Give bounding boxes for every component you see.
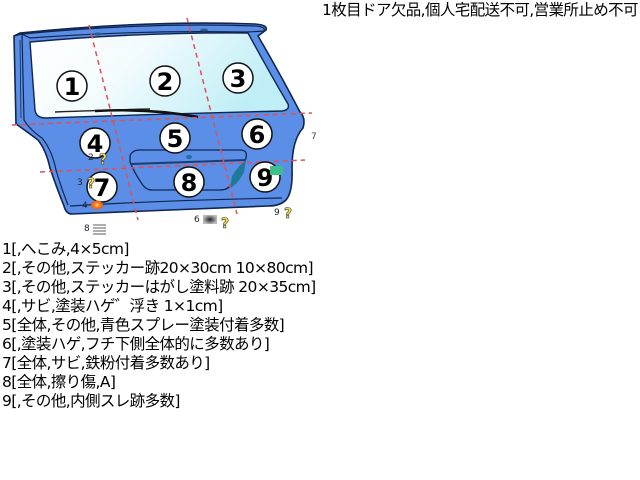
svg-text:9: 9 [257,164,274,192]
zone-5: 5 [159,122,191,154]
question-mark-icon: ? [221,216,229,232]
sticker-icon [270,166,283,175]
damage-list: 1[,へこみ,4×5cm] 2[,その他,ステッカー跡20×30cm 10×80… [2,240,316,411]
zone-3: 3 [222,62,254,94]
question-mark-icon: ? [87,176,95,192]
svg-text:7: 7 [311,132,317,142]
svg-text:5: 5 [167,125,184,153]
marker-4[interactable]: 4 [82,200,103,212]
question-mark-icon: ? [99,152,107,168]
svg-text:3: 3 [230,65,247,93]
damage-markers: 2 ? 3 ? 4 6 ? 7 [77,132,317,235]
marker-2[interactable]: 2 ? [88,152,107,169]
damage-item-9: 9[,その他,内側スレ跡多数] [2,392,180,410]
damage-item-7: 7[全体,サビ,鉄粉付着多数あり] [2,354,210,372]
marker-7[interactable]: 7 [311,132,317,142]
damage-item-5: 5[全体,その他,青色スプレー塗装付着多数] [2,316,285,334]
zone-1: 1 [56,70,88,102]
svg-text:4: 4 [82,201,88,211]
svg-text:8: 8 [181,169,198,197]
question-mark-icon: ? [284,206,292,222]
svg-text:2: 2 [157,68,174,96]
damage-item-8: 8[全体,擦り傷,A] [2,373,116,391]
scratch-lines-icon [93,224,106,235]
marker-3[interactable]: 3 ? [77,176,95,193]
svg-text:6: 6 [194,215,200,225]
paint-chip-icon [203,215,217,224]
svg-text:7: 7 [94,174,111,202]
wiper [54,108,199,119]
marker-6[interactable]: 6 ? [194,215,229,232]
shipping-note: 1枚目ドア欠品,個人宅配送不可,営業所止め不可 [322,1,639,19]
tailgate-diagram: 1 2 3 4 5 6 7 [0,0,330,240]
zone-7: 7 [86,171,118,203]
marker-8[interactable]: 8 [84,224,106,235]
svg-text:2: 2 [88,153,94,163]
svg-text:3: 3 [77,178,83,188]
damage-item-3: 3[,その他,ステッカーはがし塗料跡 20×35cm] [2,278,316,296]
zone-2: 2 [149,65,181,97]
damage-item-1: 1[,へこみ,4×5cm] [2,240,129,258]
damage-item-4: 4[,サビ,塗装ハゲ゛浮き 1×1cm] [2,297,223,315]
damage-item-6: 6[,塗装ハゲ,フチ下側全体的に多数あり] [2,335,270,353]
zone-labels: 1 2 3 4 5 6 7 [56,62,281,203]
svg-text:8: 8 [84,224,90,234]
svg-text:9: 9 [274,208,280,218]
marker-9[interactable]: 9 ? [274,206,292,223]
svg-text:4: 4 [87,130,104,158]
zone-8: 8 [173,166,205,198]
svg-text:1: 1 [64,73,81,101]
zone-4: 4 [79,127,111,159]
svg-text:6: 6 [249,121,266,149]
zone-grid [11,17,313,221]
zone-6: 6 [241,118,273,150]
damage-item-2: 2[,その他,ステッカー跡20×30cm 10×80cm] [2,259,314,277]
rust-spot-icon [91,200,103,210]
